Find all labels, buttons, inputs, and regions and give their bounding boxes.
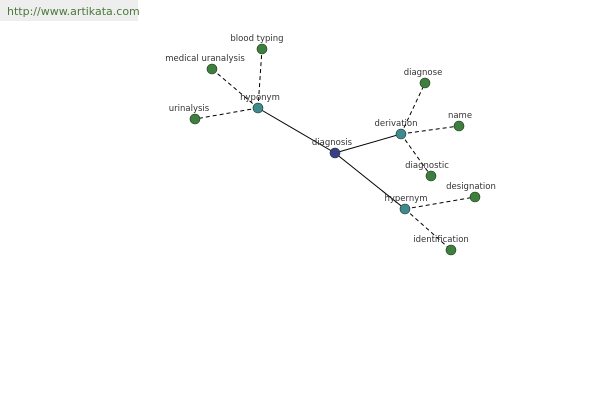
- node-diagnose[interactable]: [419, 77, 431, 89]
- node-label-diagnostic[interactable]: diagnostic: [405, 161, 449, 171]
- edge-diagnosis-hyponym: [257, 107, 336, 154]
- edge-diagnosis-hypernym: [334, 152, 406, 210]
- node-name[interactable]: [453, 120, 465, 132]
- node-urinalysis[interactable]: [189, 113, 201, 125]
- edge-hypernym-designation: [404, 196, 476, 210]
- node-label-identification[interactable]: identification: [413, 235, 469, 245]
- edge-derivation-diagnostic: [400, 133, 432, 177]
- edge-derivation-name: [400, 125, 460, 135]
- edge-hyponym-medical_uranalysis: [211, 68, 259, 109]
- node-label-hyponym[interactable]: hyponym: [240, 93, 280, 103]
- edge-hypernym-identification: [404, 208, 452, 251]
- graph-edges: [194, 48, 476, 251]
- node-label-medical-uranalysis[interactable]: medical uranalysis: [165, 54, 245, 64]
- node-label-urinalysis[interactable]: urinalysis: [169, 104, 210, 114]
- node-designation[interactable]: [469, 191, 481, 203]
- node-diagnosis[interactable]: [329, 147, 341, 159]
- node-identification[interactable]: [445, 244, 457, 256]
- node-hypernym[interactable]: [399, 203, 411, 215]
- graph-nodes: [189, 43, 481, 256]
- node-medical-uranalysis[interactable]: [206, 63, 218, 75]
- node-hyponym[interactable]: [252, 102, 264, 114]
- edge-diagnosis-derivation: [334, 133, 402, 154]
- node-label-name[interactable]: name: [448, 111, 472, 121]
- node-label-diagnosis[interactable]: diagnosis: [312, 138, 353, 148]
- node-label-designation[interactable]: designation: [446, 182, 496, 192]
- node-derivation[interactable]: [395, 128, 407, 140]
- graph-labels: diagnosis hyponym derivation hypernym blood …: [165, 34, 496, 245]
- edge-hyponym-urinalysis: [194, 107, 259, 120]
- edge-hyponym-blood_typing: [257, 48, 263, 109]
- node-label-diagnose[interactable]: diagnose: [404, 68, 443, 78]
- url-bar: http://www.artikata.com: [0, 0, 140, 21]
- node-diagnostic[interactable]: [425, 170, 437, 182]
- node-blood-typing[interactable]: [256, 43, 268, 55]
- node-label-derivation[interactable]: derivation: [374, 119, 417, 129]
- source-url[interactable]: http://www.artikata.com: [7, 5, 140, 18]
- node-label-blood-typing[interactable]: blood typing: [230, 34, 283, 44]
- edge-derivation-diagnose: [400, 82, 426, 135]
- node-label-hypernym[interactable]: hypernym: [384, 194, 427, 204]
